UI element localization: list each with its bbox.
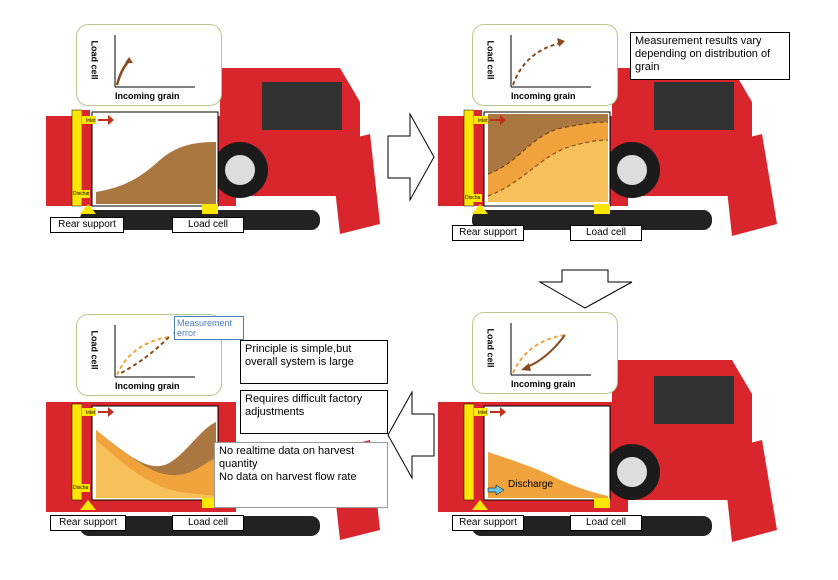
header-reel <box>330 134 380 234</box>
rear-support-marker <box>80 204 96 214</box>
cab-window <box>262 82 342 130</box>
discharge-label: Discharge <box>508 479 554 490</box>
load-cell-label: Load cell <box>172 515 244 531</box>
inlet-arrow <box>98 115 114 125</box>
x-axis-label: Incoming grain <box>511 379 576 389</box>
callout-no-realtime-data: No realtime data on harvest quantity No … <box>214 442 388 508</box>
load-graph-inset: Load cell Incoming grain <box>472 24 618 106</box>
load-curve <box>115 60 130 86</box>
panel-3-issues: Rear support Load cell Inlet Discha Load… <box>40 310 440 580</box>
y-axis-label: Load cell <box>485 40 496 80</box>
load-graph-inset: Load cell Incoming grain <box>472 312 618 394</box>
callout-system-large: Principle is simple,but overall system i… <box>240 340 388 384</box>
grain-remaining <box>488 452 608 498</box>
callout-factory-adjustments: Requires difficult factory adjustments <box>240 390 388 434</box>
flow-arrow-left <box>387 390 435 480</box>
load-graph-inset: Load cell Incoming grain <box>76 24 222 106</box>
rear-support-label: Rear support <box>452 225 524 241</box>
y-axis-label: Load cell <box>485 328 496 368</box>
flow-arrow-right <box>387 112 435 202</box>
unloading-curve <box>526 334 566 368</box>
inlet-label: Inlet <box>86 410 96 416</box>
grain-layer-bottom <box>96 440 216 498</box>
inlet-label: Inlet <box>478 118 488 124</box>
inlet-label: Inlet <box>478 410 488 416</box>
combine-illustration-2 <box>438 68 777 236</box>
panel-4-discharge: Rear support Load cell Inlet Discharge L… <box>432 310 832 580</box>
flow-arrow-down <box>538 269 633 309</box>
x-axis-label: Incoming grain <box>115 91 180 101</box>
grain-fill <box>96 142 216 204</box>
loading-curve <box>116 336 170 376</box>
panel-1-initial-loading: Rear support Load cell Inlet Dischar Loa… <box>40 24 440 294</box>
discharge-arrow <box>487 484 505 496</box>
panel-2-distribution-variance: Rear support Load cell Inlet Discha Load… <box>432 24 832 294</box>
loading-curve <box>512 334 566 374</box>
discharge-label: Dischar <box>73 191 90 197</box>
x-axis-label: Incoming grain <box>511 91 576 101</box>
unloading-curve <box>120 336 170 374</box>
y-axis-label: Load cell <box>89 40 100 80</box>
load-cell-label: Load cell <box>172 217 244 233</box>
combine-illustration-1 <box>46 68 380 234</box>
rear-support-label: Rear support <box>50 515 126 531</box>
y-axis-label: Load cell <box>89 330 100 370</box>
discharge-label: Discha <box>465 195 481 201</box>
discharge-label: Discha <box>73 485 89 491</box>
rear-support-label: Rear support <box>50 217 124 233</box>
x-axis-label: Incoming grain <box>115 381 180 391</box>
combine-illustration-4 <box>438 360 777 542</box>
callout-distribution: Measurement results vary depending on di… <box>630 32 790 80</box>
load-cell-marker <box>202 204 218 214</box>
measurement-error-label: Measurement error <box>174 316 244 340</box>
load-curve <box>512 42 562 86</box>
load-cell-label: Load cell <box>570 225 642 241</box>
rear-support-label: Rear support <box>452 515 524 531</box>
grain-layer-bottom <box>488 140 608 202</box>
load-cell-label: Load cell <box>570 515 642 531</box>
inlet-label: Inlet <box>86 118 96 124</box>
